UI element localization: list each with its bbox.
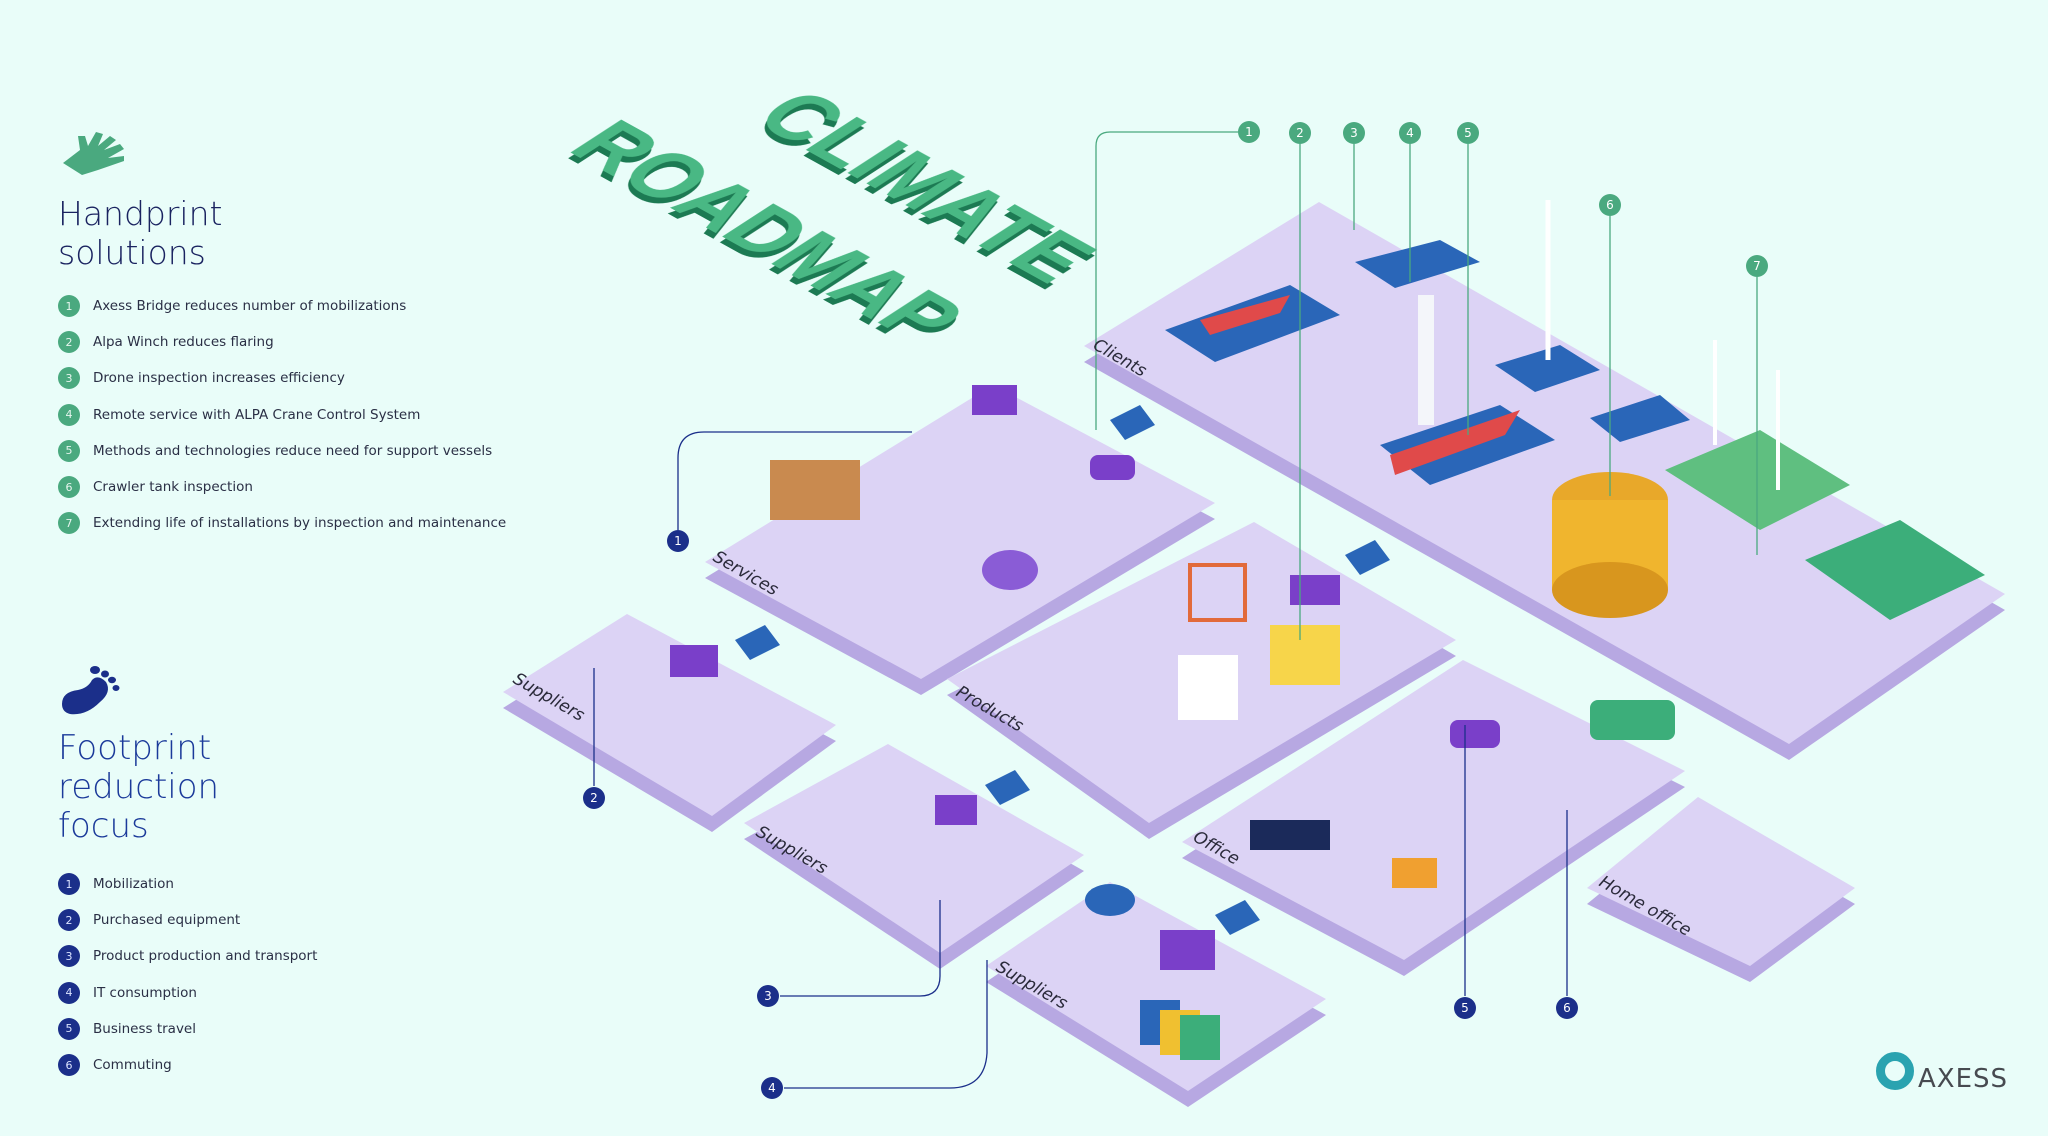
list-item-label: Axess Bridge reduces number of mobilizat… — [93, 298, 407, 315]
number-badge: 3 — [58, 367, 80, 390]
list-item: 2 Alpa Winch reduces flaring — [58, 324, 506, 360]
list-item: 4 IT consumption — [58, 975, 317, 1011]
hand-icon — [63, 132, 124, 175]
platform-suppliers-2 — [744, 744, 1084, 953]
footprint-marker-6: 6 — [1556, 997, 1578, 1019]
svg-text:3: 3 — [764, 989, 772, 1003]
platform-home-office — [1587, 797, 1855, 966]
svg-text:5: 5 — [1461, 1001, 1469, 1015]
list-item: 3 Drone inspection increases efficiency — [58, 360, 506, 396]
platform-services — [705, 385, 1215, 679]
list-item: 5 Business travel — [58, 1011, 317, 1047]
svg-text:1: 1 — [1245, 125, 1253, 139]
list-item: 5 Methods and technologies reduce need fo… — [58, 433, 506, 469]
handprint-marker-6: 6 — [1599, 194, 1621, 216]
list-item: 6 Crawler tank inspection — [58, 469, 506, 505]
list-item-label: IT consumption — [93, 984, 197, 1001]
office-scene — [1250, 700, 1675, 888]
list-item: 1 Mobilization — [58, 866, 317, 902]
leader-lines — [593, 131, 1758, 1089]
number-badge: 3 — [58, 945, 80, 968]
logo-ring-icon — [1876, 1052, 1914, 1090]
platform-clients — [1084, 202, 2005, 744]
axess-logo: AXESS — [1876, 1048, 2008, 1094]
list-item: 2 Purchased equipment — [58, 902, 317, 938]
handprint-marker-4: 4 — [1399, 122, 1421, 144]
number-badge: 4 — [58, 403, 80, 426]
footprint-marker-1: 1 — [667, 530, 689, 552]
number-badge: 6 — [58, 1054, 80, 1077]
footprint-panel: Footprint reduction focus 1 Mobilization 2… — [58, 662, 317, 1083]
list-item: 3 Product production and transport — [58, 938, 317, 974]
list-item-label: Mobilization — [93, 876, 174, 893]
list-item-label: Remote service with ALPA Crane Control S… — [93, 406, 421, 423]
platform-office — [1182, 660, 1685, 960]
handprint-marker-2: 2 — [1289, 122, 1311, 144]
list-item-label: Product production and transport — [93, 948, 318, 965]
list-item: 7 Extending life of installations by insp… — [58, 505, 506, 541]
clients-scene — [1165, 200, 1985, 620]
list-item-label: Drone inspection increases efficiency — [93, 370, 345, 387]
footprint-marker-5: 5 — [1454, 997, 1476, 1019]
footprint-marker-3: 3 — [757, 985, 779, 1007]
svg-text:5: 5 — [1464, 126, 1472, 140]
handprint-list: 1 Axess Bridge reduces number of mobiliza… — [58, 288, 506, 541]
list-item-label: Purchased equipment — [93, 912, 241, 929]
platform-suppliers-3 — [986, 882, 1326, 1091]
footprint-marker-2: 2 — [583, 787, 605, 809]
climate-roadmap-title: CLIMATE ROADMAP — [550, 77, 1117, 356]
products-scene — [1178, 563, 1340, 720]
svg-text:6: 6 — [1563, 1001, 1571, 1015]
list-item-label: Extending life of installations by inspe… — [93, 515, 507, 532]
list-item-label: Crawler tank inspection — [93, 479, 253, 496]
list-item-label: Alpa Winch reduces flaring — [93, 334, 274, 351]
footprint-title: Footprint reduction focus — [58, 728, 220, 846]
svg-text:4: 4 — [768, 1081, 776, 1095]
number-badge: 5 — [58, 439, 80, 462]
services-scene — [770, 385, 1135, 590]
platform-suppliers-1 — [503, 614, 836, 816]
suppliers-scene — [670, 645, 1220, 1060]
number-badge: 2 — [58, 909, 80, 932]
svg-text:6: 6 — [1606, 198, 1614, 212]
number-badge: 5 — [58, 1017, 80, 1040]
footprint-list: 1 Mobilization 2 Purchased equipment 3 Produc… — [58, 866, 317, 1083]
list-item-label: Business travel — [93, 1020, 196, 1037]
handprint-title: Handprint solutions — [58, 194, 223, 272]
number-badge: 2 — [58, 331, 80, 354]
svg-text:1: 1 — [674, 534, 682, 548]
list-item-label: Commuting — [93, 1057, 172, 1074]
footprint-icon — [62, 666, 120, 715]
number-badge: 6 — [58, 476, 80, 499]
list-item: 1 Axess Bridge reduces number of mobiliza… — [58, 288, 506, 324]
number-badge: 1 — [58, 873, 80, 896]
blue-arrows — [735, 405, 1390, 935]
number-badge: 1 — [58, 295, 80, 318]
svg-text:7: 7 — [1753, 259, 1761, 273]
svg-text:3: 3 — [1350, 126, 1358, 140]
number-badge: 4 — [58, 981, 80, 1004]
handprint-marker-5: 5 — [1457, 122, 1479, 144]
handprint-panel: Handprint solutions 1 Axess Bridge reduce… — [58, 128, 506, 541]
svg-text:4: 4 — [1406, 126, 1414, 140]
handprint-marker-7: 7 — [1746, 255, 1768, 277]
list-item: 4 Remote service with ALPA Crane Control … — [58, 397, 506, 433]
number-badge: 7 — [58, 512, 80, 535]
svg-text:2: 2 — [590, 791, 598, 805]
svg-text:2: 2 — [1296, 126, 1304, 140]
footprint-marker-4: 4 — [761, 1077, 783, 1099]
handprint-marker-1: 1 — [1238, 121, 1260, 143]
list-item-label: Methods and technologies reduce need for… — [93, 442, 493, 459]
list-item: 6 Commuting — [58, 1047, 317, 1083]
handprint-marker-3: 3 — [1343, 122, 1365, 144]
